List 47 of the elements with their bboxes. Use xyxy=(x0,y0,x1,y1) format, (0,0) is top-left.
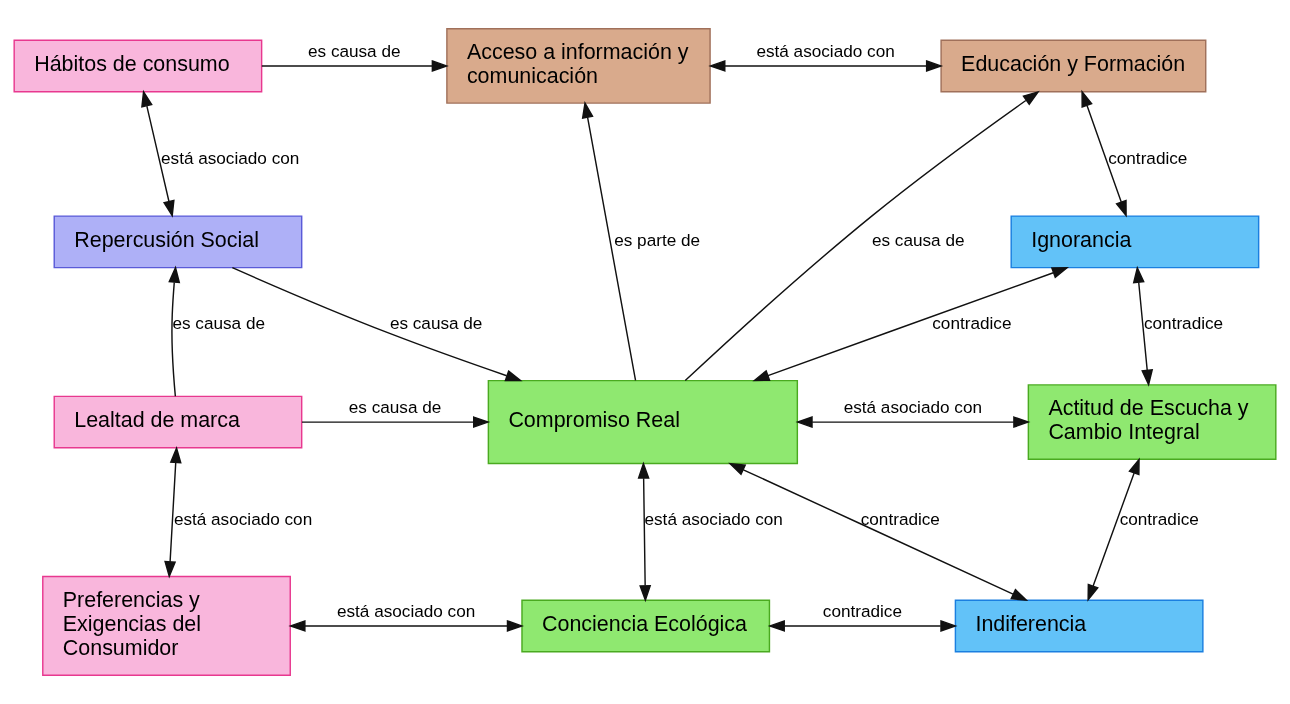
arrow xyxy=(708,59,944,72)
edge-label: es parte de xyxy=(614,230,701,251)
edge-label: es causa de xyxy=(871,230,965,251)
node-box: Actitud de Escucha y Cambio Integral xyxy=(1027,384,1277,460)
arrow xyxy=(1132,265,1154,387)
node-box: Conciencia Ecológica xyxy=(521,599,771,653)
arrow xyxy=(288,619,524,632)
arrow xyxy=(141,89,175,218)
arrow xyxy=(231,266,523,382)
node-box: Acceso a información y comunicación xyxy=(446,28,711,104)
node-box: Compromiso Real xyxy=(487,379,799,465)
edge-label: es causa de xyxy=(308,40,401,61)
arrow xyxy=(1081,89,1127,218)
arrow xyxy=(261,59,449,72)
arrow xyxy=(637,461,652,603)
edge-label: es causa de xyxy=(348,396,442,417)
edge-label: contradice xyxy=(1143,312,1224,333)
arrow xyxy=(164,446,182,579)
edge-label: contradice xyxy=(1108,148,1188,169)
edge-label: contradice xyxy=(932,312,1012,333)
edge-label: es causa de xyxy=(389,312,483,333)
edge-label: está asociado con xyxy=(161,148,300,169)
edge-label: contradice xyxy=(822,600,902,621)
arrow xyxy=(301,416,491,429)
edge-label: está asociado con xyxy=(756,40,895,61)
node-box: Lealtad de marca xyxy=(53,395,303,449)
arrow xyxy=(684,90,1040,382)
arrow xyxy=(728,462,1029,602)
edge-label: está asociado con xyxy=(173,508,313,529)
arrow xyxy=(752,267,1070,382)
edge-label: es causa de xyxy=(172,312,265,333)
edge-label: contradice xyxy=(860,508,940,529)
node-box: Ignorancia xyxy=(1010,215,1260,269)
edge-label: está asociado con xyxy=(644,508,783,529)
arrow xyxy=(795,416,1031,429)
edge-label: está asociado con xyxy=(843,396,983,417)
edge-label: contradice xyxy=(1119,508,1199,529)
arrow xyxy=(581,101,637,382)
arrow xyxy=(1087,457,1140,602)
edge-label: está asociado con xyxy=(336,600,476,621)
node-box: Repercusión Social xyxy=(53,215,303,269)
node-box: Educación y Formación xyxy=(940,39,1207,93)
node-box: Hábitos de consumo xyxy=(13,39,263,93)
arrow xyxy=(168,265,181,397)
node-box: Preferencias y Exigencias del Consumidor xyxy=(42,575,291,676)
arrow xyxy=(767,619,958,632)
node-box: Indiferencia xyxy=(954,599,1204,653)
